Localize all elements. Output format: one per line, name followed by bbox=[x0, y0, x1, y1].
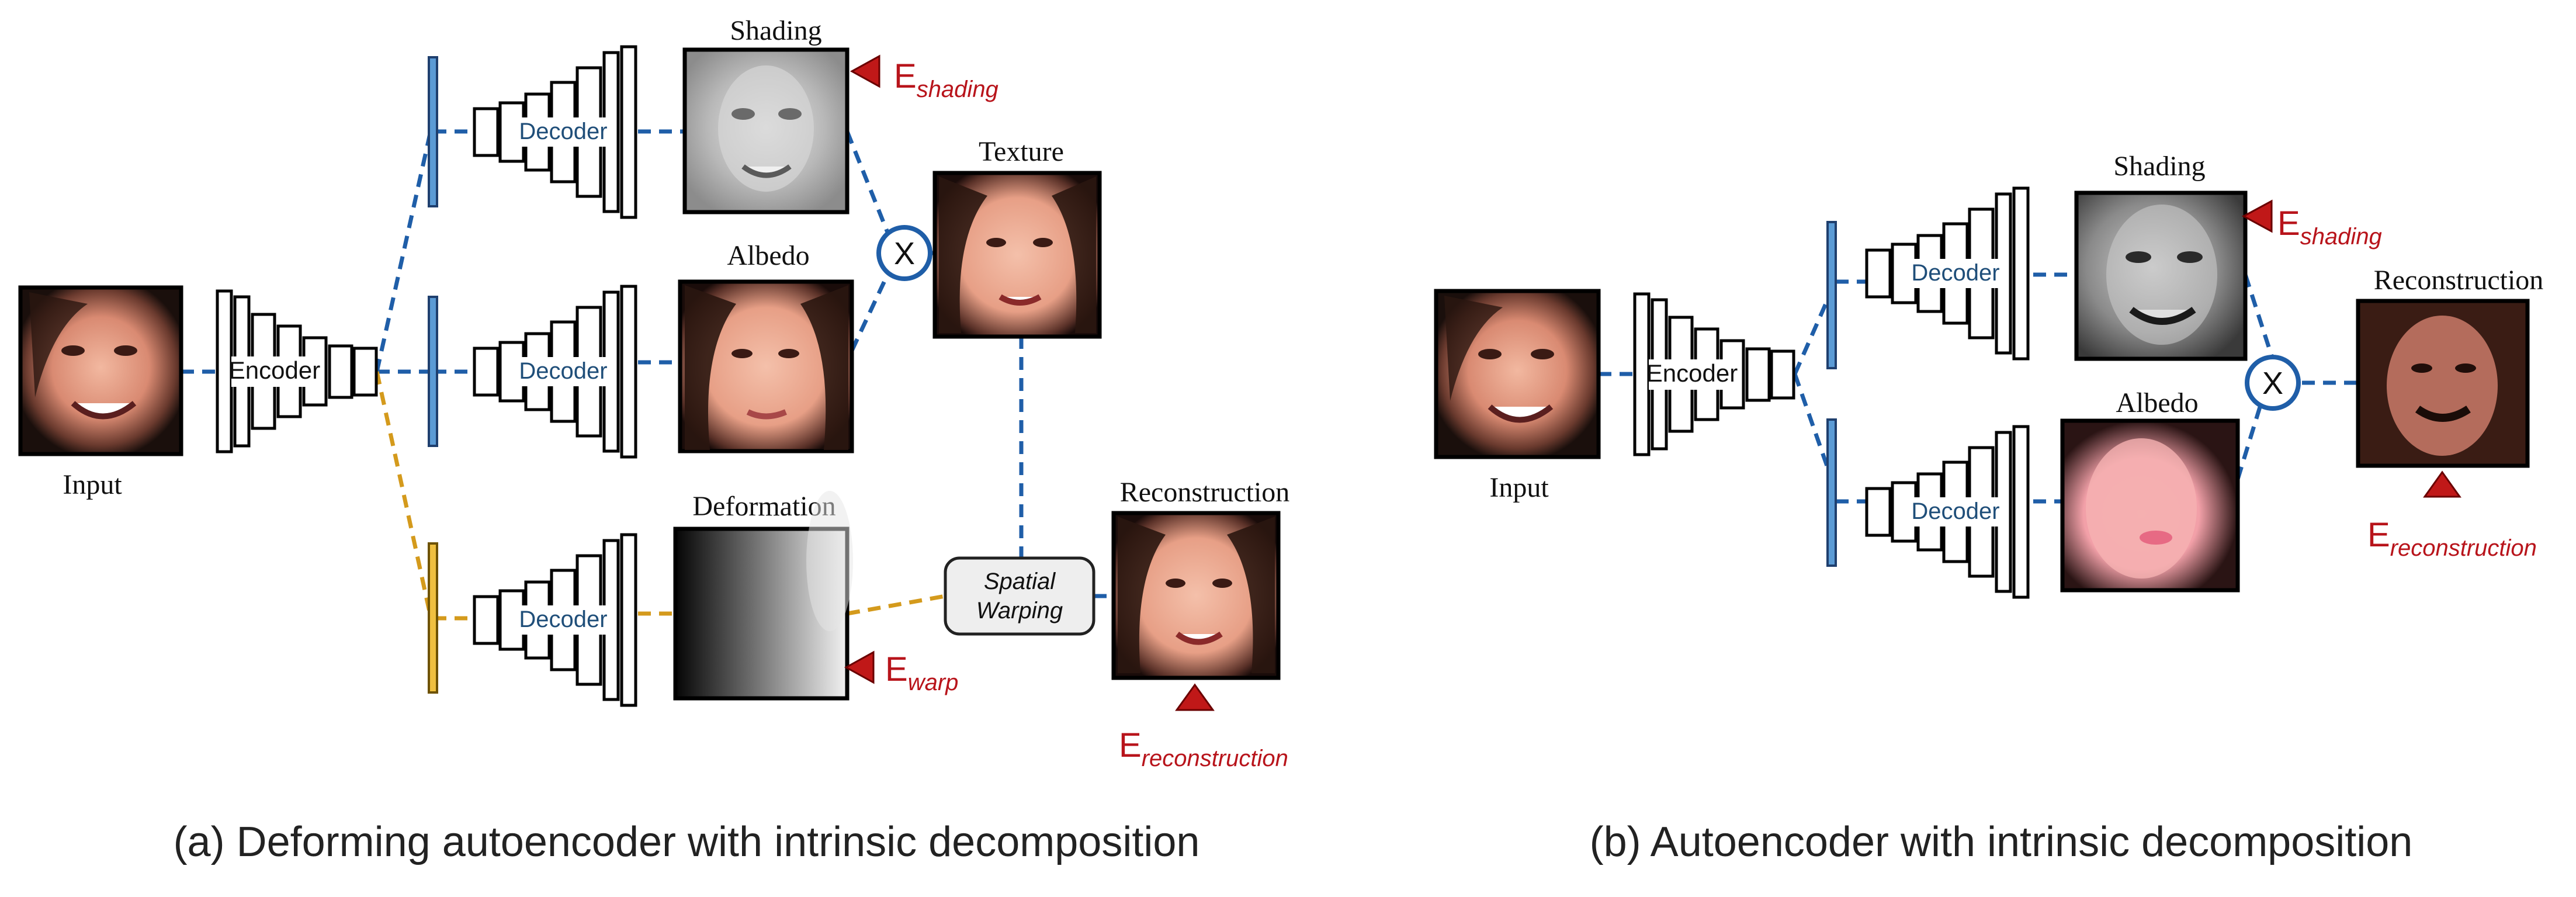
albedo-image-a bbox=[678, 279, 854, 453]
decoder-shading-b: Decoder bbox=[1865, 186, 2030, 361]
panel-a: Input Encoder Decoder bbox=[18, 15, 1290, 865]
albedo-label-b: Albedo bbox=[2116, 387, 2198, 418]
error-marker-reconstruction-a bbox=[1175, 683, 1215, 711]
error-marker-shading-b bbox=[2241, 199, 2273, 233]
panel-b: Input Encoder Decoder bbox=[1434, 151, 2544, 865]
panel-a-connectors bbox=[181, 128, 1114, 621]
latent-bar-deformation-a bbox=[428, 542, 438, 694]
reconstruction-label-a: Reconstruction bbox=[1120, 477, 1290, 508]
error-shading-a: Eshading bbox=[894, 57, 998, 102]
shading-label-a: Shading bbox=[730, 15, 821, 46]
decoder-deformation-a: Decoder bbox=[473, 533, 637, 707]
multiply-node-a: X bbox=[876, 225, 932, 281]
caption-b: (b) Autoencoder with intrinsic decomposi… bbox=[1590, 819, 2413, 865]
error-warp-a: Ewarp bbox=[885, 650, 958, 695]
shading-image-a bbox=[682, 47, 850, 214]
error-reconstruction-b: Ereconstruction bbox=[2367, 516, 2537, 561]
shading-image-b bbox=[2074, 191, 2248, 361]
error-shading-b: Eshading bbox=[2277, 205, 2382, 250]
latent-bar-albedo-a bbox=[428, 296, 438, 447]
albedo-image-b bbox=[2060, 418, 2240, 593]
decoder-albedo-b: Decoder bbox=[1865, 425, 2030, 599]
latent-bar-shading-b bbox=[1826, 221, 1837, 369]
albedo-label-a: Albedo bbox=[727, 240, 809, 271]
error-marker-reconstruction-b bbox=[2423, 470, 2461, 498]
multiply-node-b: X bbox=[2245, 355, 2301, 411]
decoder-label-shading-a: Decoder bbox=[519, 119, 607, 144]
reconstruction-image-a bbox=[1111, 511, 1281, 680]
input-label-b: Input bbox=[1489, 472, 1549, 503]
encoder-label-b: Encoder bbox=[1646, 359, 1738, 387]
input-label-a: Input bbox=[63, 469, 122, 500]
decoder-label-deformation-a: Decoder bbox=[519, 607, 607, 632]
decoder-label-albedo-b: Decoder bbox=[1911, 498, 1999, 524]
multiply-symbol-a: X bbox=[894, 236, 915, 271]
encoder-b: Encoder bbox=[1633, 292, 1795, 456]
input-image-a bbox=[18, 285, 183, 456]
error-reconstruction-a: Ereconstruction bbox=[1119, 726, 1288, 771]
reconstruction-image-b bbox=[2356, 299, 2530, 468]
warping-label-line1: Spatial bbox=[984, 569, 1056, 594]
reconstruction-label-b: Reconstruction bbox=[2374, 265, 2544, 296]
decoder-shading-a: Decoder bbox=[473, 45, 637, 219]
spatial-warping-block: Spatial Warping bbox=[944, 556, 1095, 636]
panel-b-connectors bbox=[1599, 272, 2358, 504]
multiply-symbol-b: X bbox=[2262, 366, 2283, 401]
latent-bar-shading-a bbox=[428, 56, 438, 207]
texture-image-a bbox=[932, 171, 1102, 339]
latent-bar-albedo-b bbox=[1826, 418, 1837, 567]
decoder-label-albedo-a: Decoder bbox=[519, 358, 607, 384]
texture-label-a: Texture bbox=[979, 136, 1064, 167]
shading-label-b: Shading bbox=[2113, 151, 2205, 182]
error-marker-shading-a bbox=[850, 54, 880, 88]
warping-label-line2: Warping bbox=[976, 598, 1063, 624]
decoder-label-shading-b: Decoder bbox=[1911, 260, 1999, 286]
error-marker-warp-a bbox=[844, 650, 875, 684]
encoder-a: Encoder bbox=[216, 289, 378, 453]
input-image-b bbox=[1434, 289, 1601, 459]
encoder-label-a: Encoder bbox=[229, 356, 320, 384]
decoder-albedo-a: Decoder bbox=[473, 285, 637, 459]
caption-a: (a) Deforming autoencoder with intrinsic… bbox=[174, 819, 1200, 865]
deformation-image-a bbox=[673, 491, 853, 701]
